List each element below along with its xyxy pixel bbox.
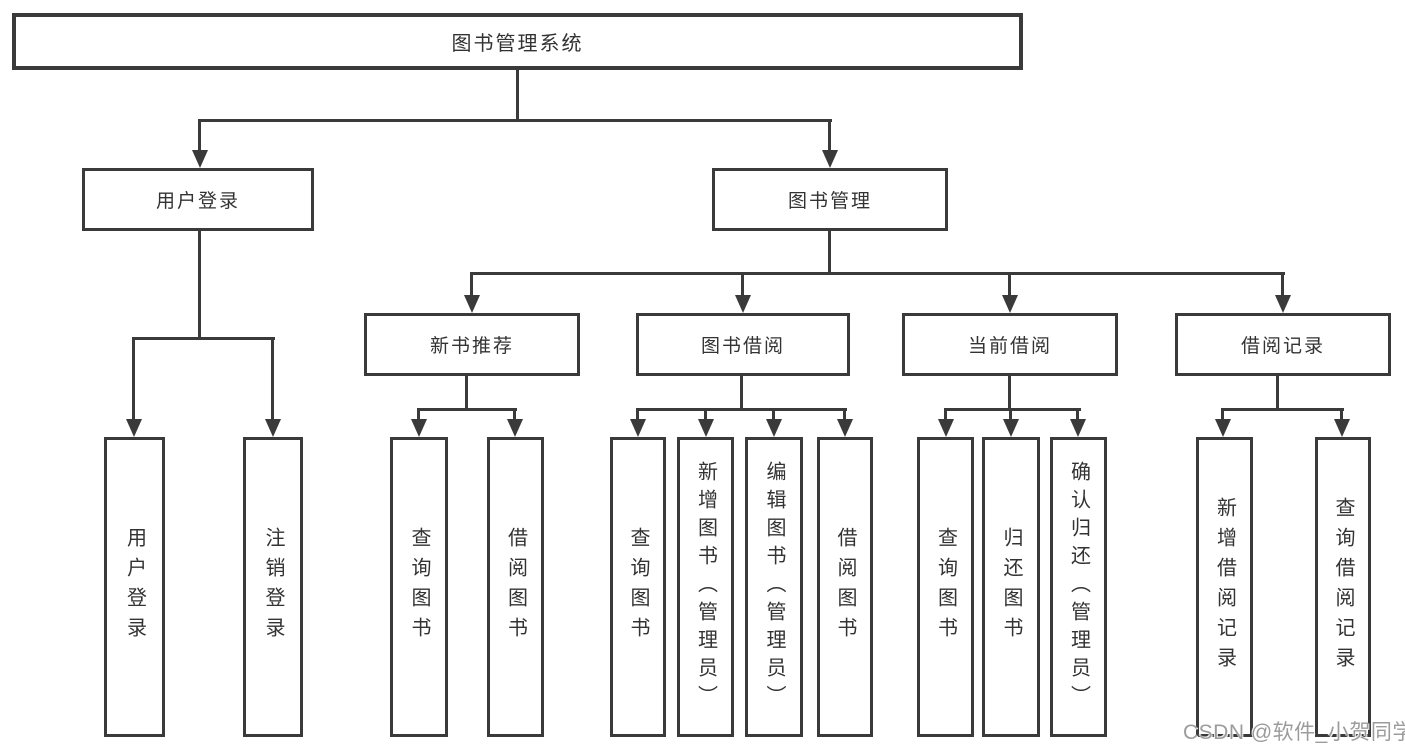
connector-line: [1009, 408, 1012, 422]
arrow-down-icon: [735, 295, 751, 313]
watermark: CSDN @软件_小贺同学: [1183, 721, 1405, 744]
arrow-down-icon: [1002, 295, 1018, 313]
leaf-borrow-books: 借阅图书: [817, 437, 873, 737]
connector-line: [944, 408, 947, 422]
connector-line: [741, 272, 744, 296]
arrow-down-icon: [126, 419, 142, 437]
connector-line: [704, 408, 707, 422]
connector-line: [636, 408, 847, 411]
leaf-logout-login: 注销登录: [243, 437, 303, 737]
arrow-down-icon: [766, 419, 782, 437]
arrow-down-icon: [630, 419, 646, 437]
connector-line: [470, 272, 473, 296]
connector-line: [198, 229, 201, 339]
node-user-login: 用户登录: [82, 168, 314, 231]
arrow-down-icon: [1334, 419, 1350, 437]
leaf-add-borrow-record: 新增借阅记录: [1196, 437, 1253, 737]
arrow-down-icon: [1275, 295, 1291, 313]
connector-line: [740, 374, 743, 410]
connector-line: [944, 408, 1081, 411]
connector-line: [1221, 408, 1344, 411]
connector-line: [516, 66, 519, 121]
connector-line: [198, 119, 201, 151]
leaf-query-books-current: 查询图书: [917, 437, 974, 737]
connector-line: [198, 119, 832, 122]
connector-line: [636, 408, 639, 422]
leaf-user-login: 用户登录: [104, 437, 165, 737]
leaf-add-books-admin: 新增图书（管理员）: [677, 437, 734, 737]
arrow-down-icon: [837, 419, 853, 437]
arrow-down-icon: [698, 419, 714, 437]
arrow-down-icon: [265, 419, 281, 437]
connector-line: [828, 229, 831, 274]
connector-line: [132, 337, 135, 420]
connector-line: [271, 337, 274, 420]
arrow-down-icon: [192, 150, 208, 168]
connector-line: [417, 408, 420, 422]
arrow-down-icon: [411, 419, 427, 437]
connector-line: [772, 408, 775, 422]
leaf-borrow-books-recommend: 借阅图书: [487, 437, 544, 737]
leaf-query-borrow-record: 查询借阅记录: [1315, 437, 1371, 737]
connector-line: [465, 374, 468, 410]
connector-line: [1008, 272, 1011, 296]
connector-line: [1276, 374, 1279, 410]
connector-line: [417, 408, 517, 411]
arrow-down-icon: [1215, 419, 1231, 437]
connector-line: [843, 408, 846, 422]
arrow-down-icon: [938, 419, 954, 437]
node-new-book-recommend: 新书推荐: [364, 313, 580, 376]
leaf-query-books-borrow: 查询图书: [610, 437, 666, 737]
connector-line: [1076, 408, 1079, 422]
arrow-down-icon: [464, 295, 480, 313]
connector-line: [828, 119, 831, 151]
connector-line: [470, 272, 1285, 275]
node-book-management: 图书管理: [712, 168, 948, 231]
leaf-return-books: 归还图书: [982, 437, 1040, 737]
node-root-library-management-system: 图书管理系统: [12, 13, 1023, 70]
connector-line: [1008, 374, 1011, 410]
arrow-down-icon: [1003, 419, 1019, 437]
connector-line: [513, 408, 516, 422]
connector-line: [1340, 408, 1343, 422]
node-current-borrow: 当前借阅: [902, 313, 1118, 376]
leaf-query-books-recommend: 查询图书: [390, 437, 448, 737]
arrow-down-icon: [507, 419, 523, 437]
leaf-edit-books-admin: 编辑图书（管理员）: [745, 437, 803, 737]
node-book-borrow: 图书借阅: [636, 313, 850, 376]
connector-line: [133, 337, 275, 340]
connector-line: [1221, 408, 1224, 422]
connector-line: [1281, 272, 1284, 296]
arrow-down-icon: [1070, 419, 1086, 437]
arrow-down-icon: [822, 150, 838, 168]
leaf-confirm-return-admin: 确认归还（管理员）: [1050, 437, 1107, 737]
node-borrow-records: 借阅记录: [1175, 313, 1391, 376]
